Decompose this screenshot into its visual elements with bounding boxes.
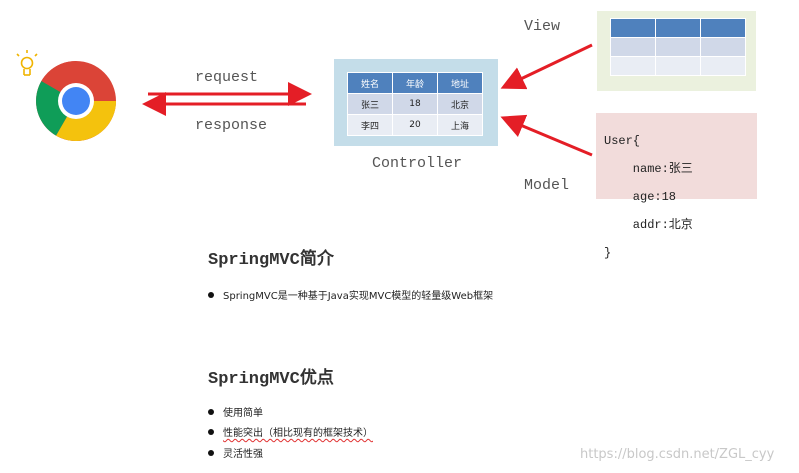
table-cell: 李四 xyxy=(347,114,393,136)
list-item: 性能突出（相比现有的框架技术） xyxy=(208,424,373,439)
model-code-line: name:张三 xyxy=(604,162,693,176)
view-table-icon xyxy=(610,18,746,76)
model-code: User{ name:张三 age:18 addr:北京 } xyxy=(604,120,693,274)
table-cell: 张三 xyxy=(347,93,393,115)
table-cell: 上海 xyxy=(437,114,483,136)
model-code-line: addr:北京 xyxy=(604,218,693,232)
table-cell: 20 xyxy=(392,114,438,136)
view-label: View xyxy=(524,18,561,35)
bullet-icon xyxy=(208,409,214,415)
list-item: 灵活性强 xyxy=(208,445,263,460)
model-arrow xyxy=(500,114,593,157)
bullet-icon xyxy=(208,450,214,456)
request-label: request xyxy=(195,69,259,86)
list-item: 使用简单 xyxy=(208,404,263,419)
advantages-title: SpringMVC优点 xyxy=(208,370,334,389)
model-label: Model xyxy=(524,177,570,194)
intro-title: SpringMVC简介 xyxy=(208,251,334,270)
bullet-icon xyxy=(208,292,214,298)
advantage-bullet-text: 性能突出（相比现有的框架技术） xyxy=(223,428,373,439)
controller-table: 姓名 年龄 地址 张三 18 北京 李四 20 上海 xyxy=(347,72,483,136)
chrome-browser-icon xyxy=(36,61,116,141)
response-label: response xyxy=(195,117,268,134)
controller-header-addr: 地址 xyxy=(437,72,483,94)
controller-label: Controller xyxy=(372,155,463,172)
model-code-line: User{ xyxy=(604,134,641,148)
model-box xyxy=(596,113,757,199)
table-cell: 18 xyxy=(392,93,438,115)
lightbulb-icon xyxy=(16,50,38,76)
controller-header-age: 年龄 xyxy=(392,72,438,94)
controller-header-name: 姓名 xyxy=(347,72,393,94)
list-item: SpringMVC是一种基于Java实现MVC模型的轻量级Web框架 xyxy=(208,287,493,302)
table-cell: 北京 xyxy=(437,93,483,115)
model-code-line: age:18 xyxy=(604,190,677,204)
model-code-line: } xyxy=(604,246,612,260)
intro-bullet-text: SpringMVC是一种基于Java实现MVC模型的轻量级Web框架 xyxy=(223,291,494,302)
advantage-bullet-text: 灵活性强 xyxy=(223,449,263,460)
advantage-bullet-text: 使用简单 xyxy=(223,408,263,419)
view-arrow xyxy=(500,43,593,90)
watermark: https://blog.csdn.net/ZGL_cyy xyxy=(580,447,775,462)
bullet-icon xyxy=(208,429,214,435)
